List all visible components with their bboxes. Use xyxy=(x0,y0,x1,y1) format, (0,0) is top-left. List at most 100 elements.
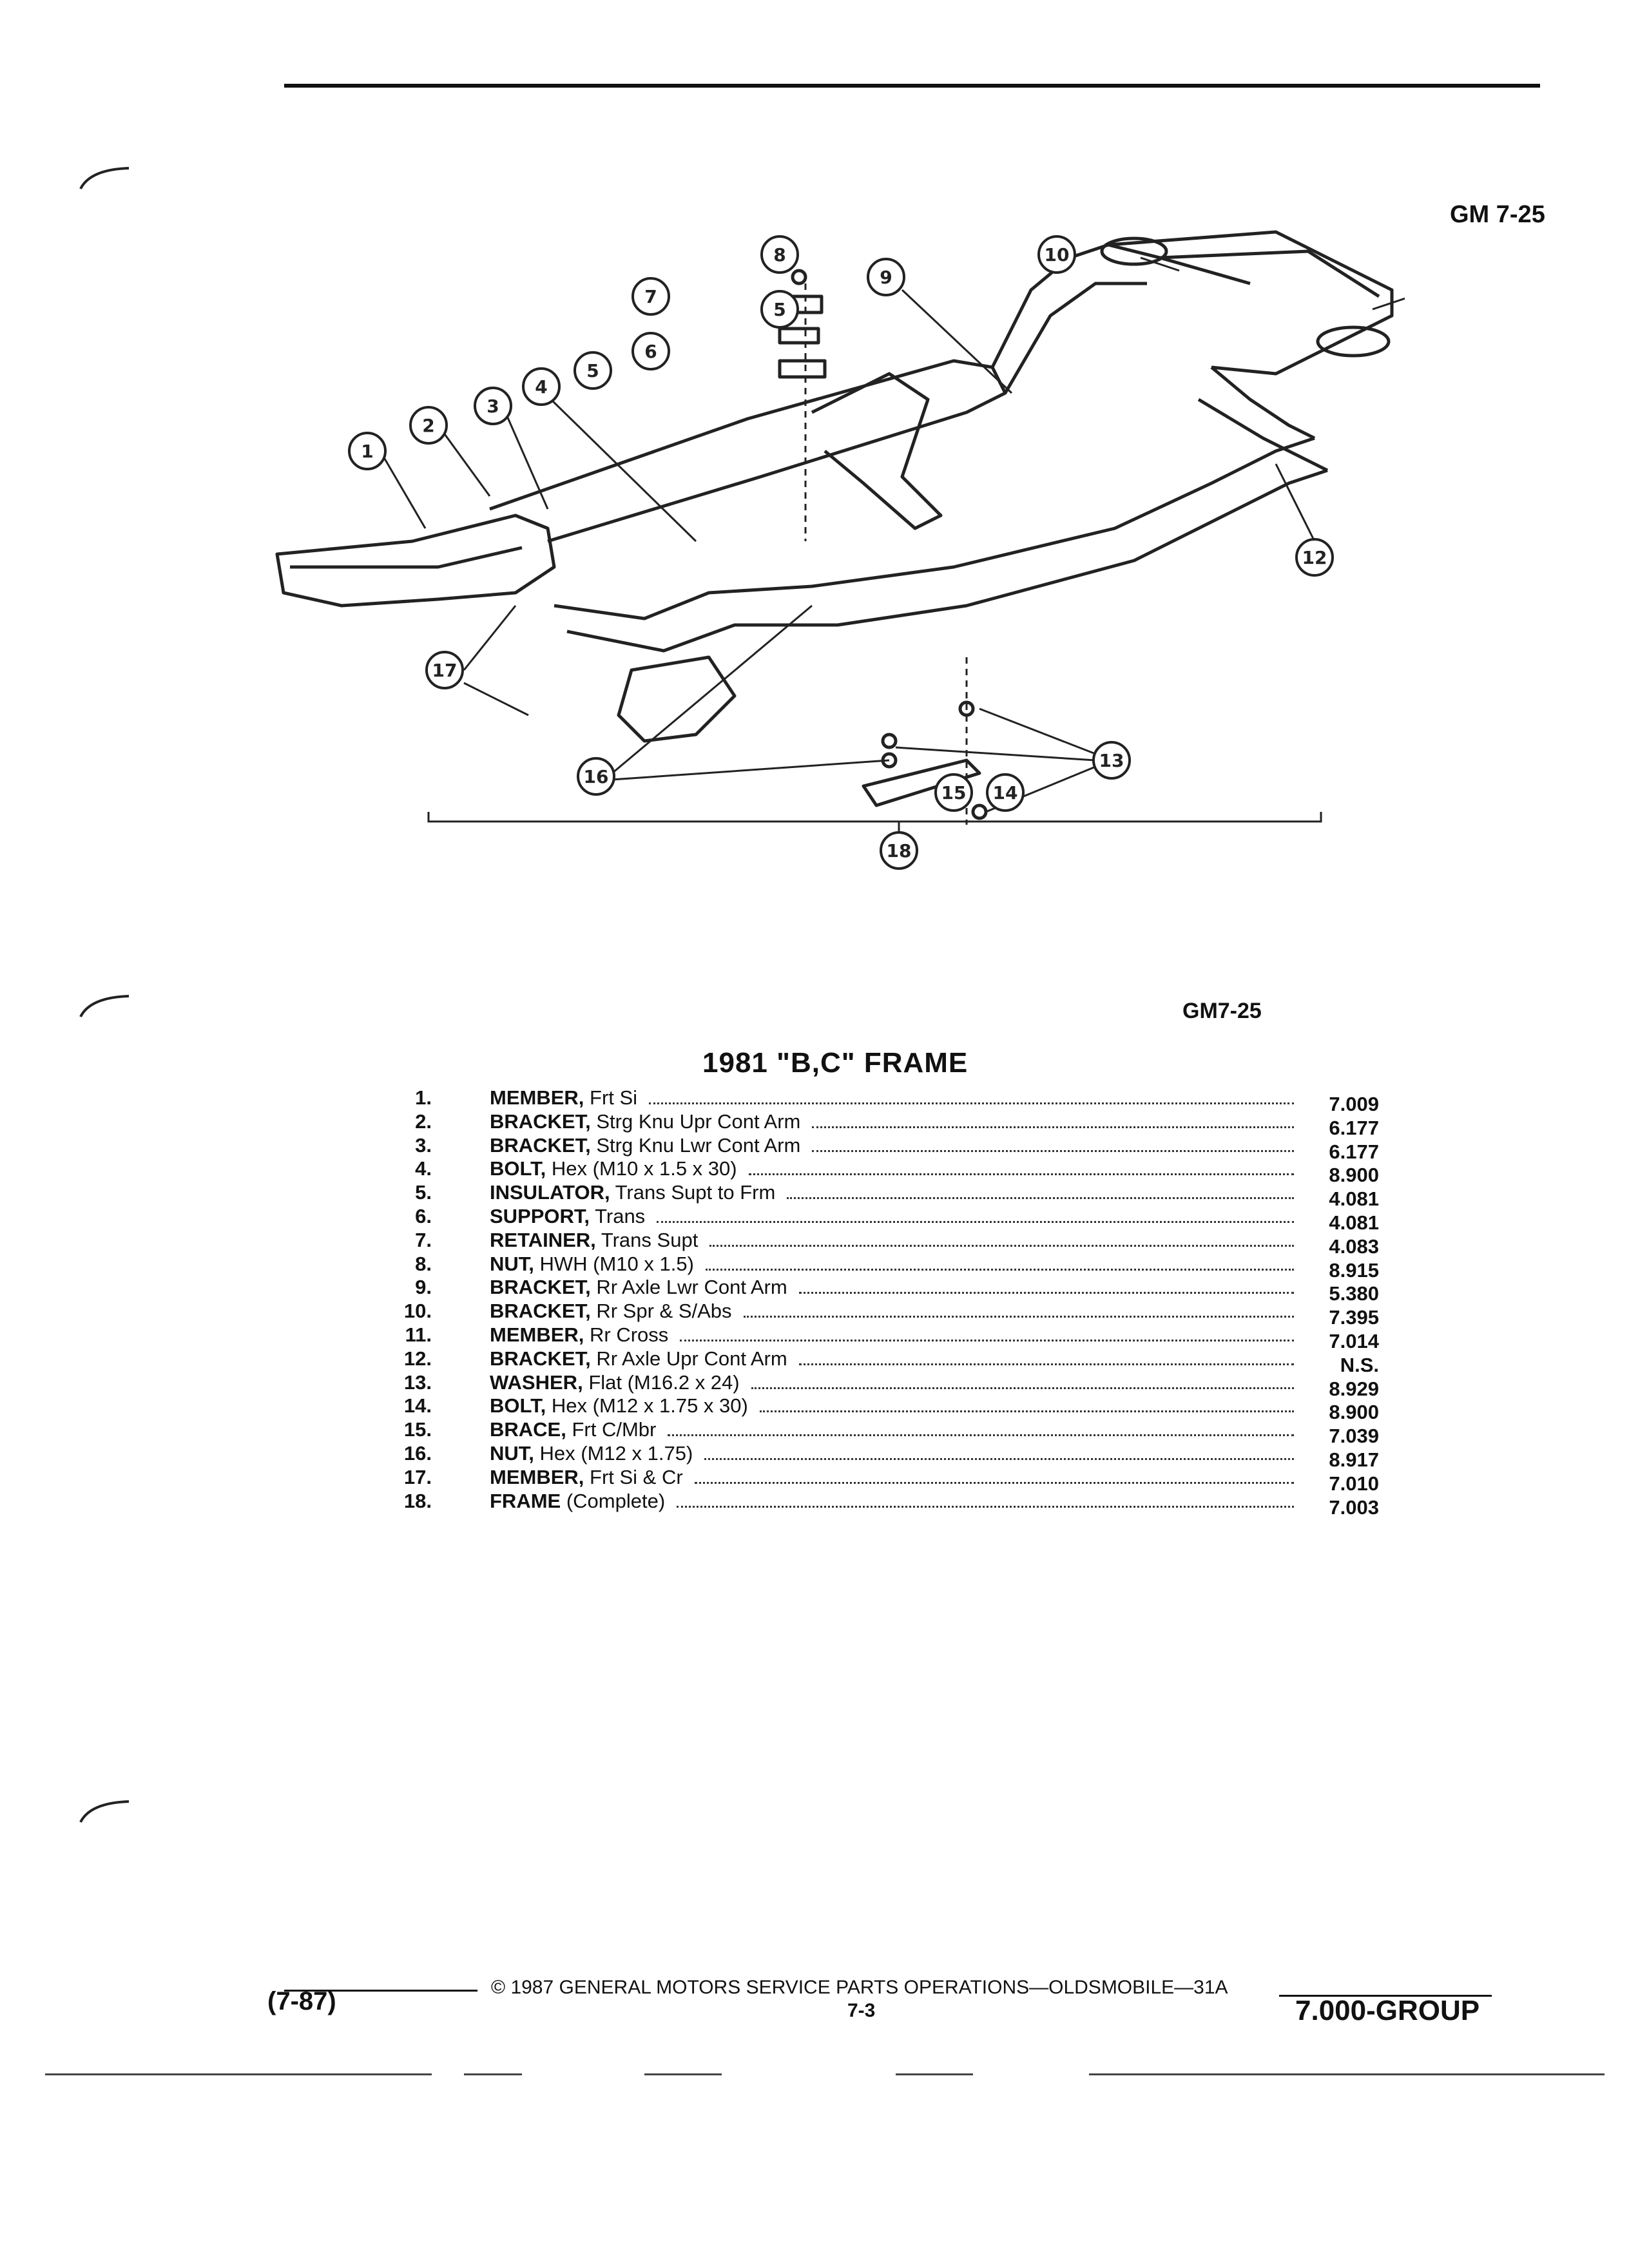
part-detail: Trans Supt to Frm xyxy=(615,1181,776,1204)
part-description: NUT, Hex (M12 x 1.75) xyxy=(490,1442,693,1465)
part-detail: Frt C/Mbr xyxy=(572,1418,657,1441)
callout-3: 3 xyxy=(474,387,512,425)
part-number: 8. xyxy=(415,1252,432,1275)
header-rule xyxy=(284,84,1540,88)
part-name: NUT, xyxy=(490,1441,534,1465)
part-number: 12. xyxy=(403,1347,432,1370)
callout-13: 13 xyxy=(1092,741,1131,780)
part-number: 10. xyxy=(403,1300,432,1323)
group-number: 7.010 xyxy=(1329,1472,1379,1495)
dot-leader xyxy=(798,1363,1294,1365)
group-number: 6.177 xyxy=(1329,1116,1379,1139)
dot-leader xyxy=(694,1481,1294,1484)
svg-text:2: 2 xyxy=(422,415,434,436)
dot-leader xyxy=(759,1410,1294,1413)
svg-text:7: 7 xyxy=(644,286,657,307)
part-description: BRACKET, Rr Axle Lwr Cont Arm xyxy=(490,1276,787,1299)
callout-16: 16 xyxy=(577,757,615,796)
part-name: WASHER, xyxy=(490,1370,583,1394)
parts-row: 14.BOLT, Hex (M12 x 1.75 x 30)8.900 xyxy=(361,1394,1379,1423)
group-number: N.S. xyxy=(1340,1353,1379,1376)
part-name: BOLT, xyxy=(490,1157,546,1180)
group-number: 8.900 xyxy=(1329,1164,1379,1187)
part-detail: Flat (M16.2 x 24) xyxy=(588,1370,740,1394)
part-number: 13. xyxy=(403,1370,432,1394)
group-number: 8.917 xyxy=(1329,1448,1379,1471)
footer-group-label: 7.000-GROUP xyxy=(1295,1995,1480,2026)
svg-text:5: 5 xyxy=(773,299,786,320)
svg-text:15: 15 xyxy=(941,782,967,803)
group-number: 4.081 xyxy=(1329,1211,1379,1234)
callout-5b: 5 xyxy=(760,290,799,329)
svg-text:8: 8 xyxy=(773,244,786,265)
part-detail: Strg Knu Upr Cont Arm xyxy=(596,1110,801,1133)
figure-reference-bottom: GM7-25 xyxy=(1182,999,1262,1023)
dot-leader xyxy=(748,1173,1294,1176)
part-number: 9. xyxy=(415,1276,432,1299)
part-number: 18. xyxy=(403,1489,432,1512)
table-title: 1981 "B,C" FRAME xyxy=(702,1047,969,1079)
margin-mark xyxy=(79,167,130,189)
group-number: 7.395 xyxy=(1329,1306,1379,1329)
scan-edge-line xyxy=(644,2073,722,2075)
dot-leader xyxy=(787,1197,1294,1200)
group-number: 4.083 xyxy=(1329,1235,1379,1258)
part-number: 3. xyxy=(415,1133,432,1157)
part-name: SUPPORT, xyxy=(490,1204,590,1227)
part-name: MEMBER, xyxy=(490,1465,584,1488)
part-description: RETAINER, Trans Supt xyxy=(490,1229,698,1252)
svg-text:18: 18 xyxy=(887,840,912,861)
dot-leader xyxy=(709,1244,1294,1247)
part-description: NUT, HWH (M10 x 1.5) xyxy=(490,1253,694,1276)
callout-1: 1 xyxy=(348,432,387,470)
scan-edge-line xyxy=(45,2073,432,2075)
part-description: BRACKET, Rr Spr & S/Abs xyxy=(490,1300,732,1323)
part-description: BRACKET, Strg Knu Upr Cont Arm xyxy=(490,1110,800,1133)
part-description: BRACE, Frt C/Mbr xyxy=(490,1418,656,1441)
margin-mark xyxy=(79,995,130,1017)
part-number: 5. xyxy=(415,1181,432,1204)
part-number: 6. xyxy=(415,1204,432,1227)
part-detail: Hex (M10 x 1.5 x 30) xyxy=(551,1157,737,1180)
svg-text:6: 6 xyxy=(644,341,657,362)
svg-text:3: 3 xyxy=(487,396,499,417)
part-name: NUT, xyxy=(490,1252,534,1275)
group-number: 8.900 xyxy=(1329,1401,1379,1424)
svg-text:17: 17 xyxy=(432,660,458,681)
part-description: BOLT, Hex (M10 x 1.5 x 30) xyxy=(490,1157,737,1180)
dot-leader xyxy=(743,1316,1294,1318)
footer-date-code: (7-87) xyxy=(267,1987,336,2015)
part-number: 11. xyxy=(405,1323,432,1346)
parts-row: 16.NUT, Hex (M12 x 1.75)8.917 xyxy=(361,1442,1379,1471)
svg-text:12: 12 xyxy=(1302,547,1327,568)
part-number: 17. xyxy=(403,1465,432,1488)
callout-10: 10 xyxy=(1037,235,1076,274)
part-description: BRACKET, Strg Knu Lwr Cont Arm xyxy=(490,1134,800,1157)
callout-12: 12 xyxy=(1295,538,1334,577)
callout-15: 15 xyxy=(934,773,973,812)
part-name: BRACKET, xyxy=(490,1300,591,1323)
parts-row: 8.NUT, HWH (M10 x 1.5)8.915 xyxy=(361,1252,1379,1282)
group-number: 7.009 xyxy=(1329,1093,1379,1115)
footer-copyright: © 1987 GENERAL MOTORS SERVICE PARTS OPER… xyxy=(491,1977,1228,1998)
svg-text:5: 5 xyxy=(586,360,599,381)
callout-14: 14 xyxy=(986,773,1025,812)
part-number: 4. xyxy=(415,1157,432,1180)
part-description: BOLT, Hex (M12 x 1.75 x 30) xyxy=(490,1394,748,1418)
part-number: 15. xyxy=(403,1418,432,1441)
group-number: 4.081 xyxy=(1329,1187,1379,1211)
part-detail: Trans xyxy=(595,1204,646,1227)
frame-illustration: 1 2 3 4 5 5 6 7 8 9 10 11 12 13 14 15 16… xyxy=(275,230,1505,870)
callout-17: 17 xyxy=(425,651,464,689)
part-name: RETAINER, xyxy=(490,1228,596,1251)
callout-2: 2 xyxy=(409,406,448,445)
part-name: MEMBER, xyxy=(490,1323,584,1346)
part-name: BRACE, xyxy=(490,1418,566,1441)
